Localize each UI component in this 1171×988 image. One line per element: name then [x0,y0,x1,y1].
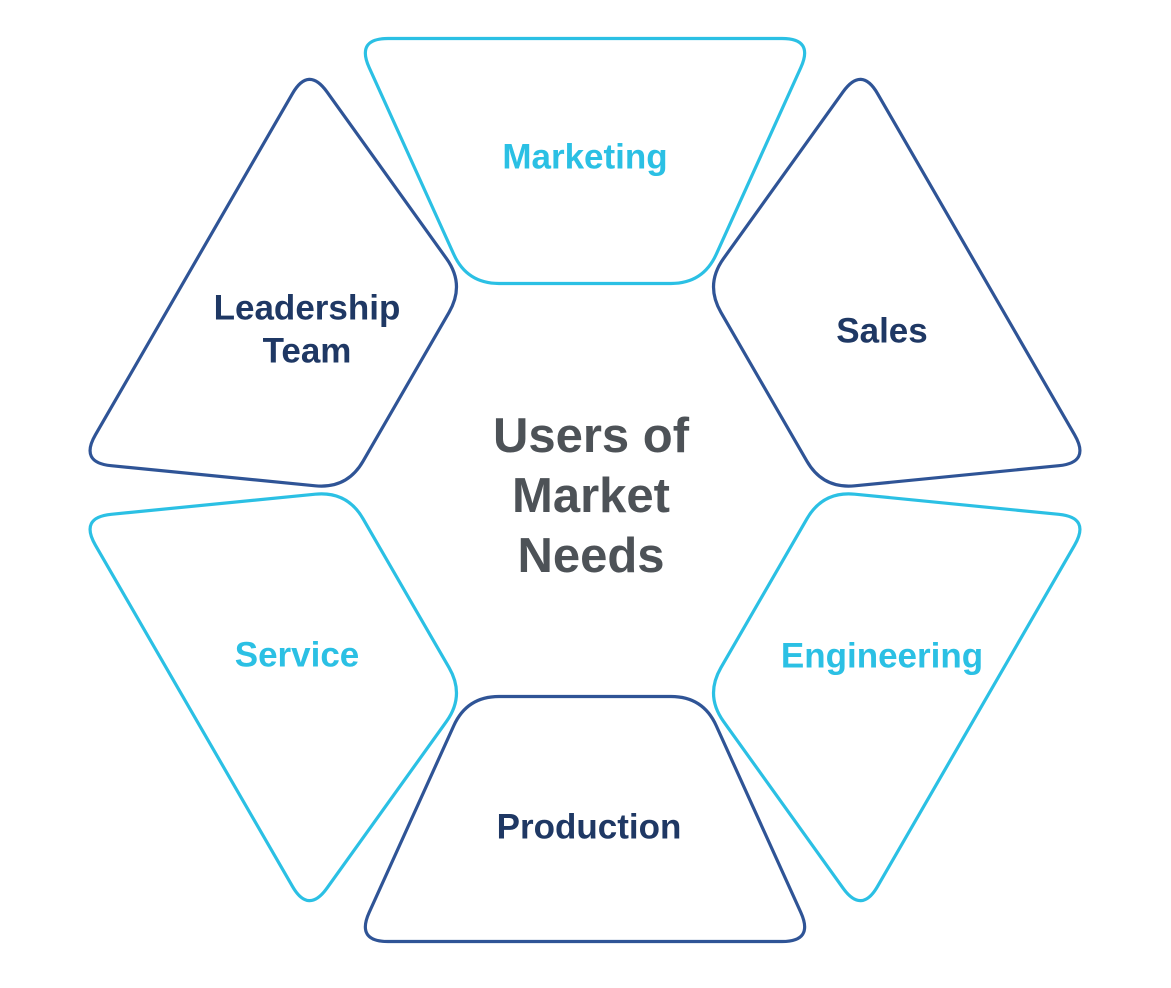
segment-label-service: Service [235,636,360,675]
center-title-line2: Market [512,469,670,523]
segment-label-marketing: Marketing [502,138,667,177]
segment-label-sales: Sales [836,312,927,351]
segment-label-leadership-team-line2: Team [263,332,352,371]
segment-label-engineering: Engineering [781,637,983,676]
center-title-line1: Users of [493,409,690,463]
segment-label-leadership-team-line1: Leadership [214,289,401,328]
center-title-line3: Needs [517,529,664,583]
center-title: Users of Market Needs [493,409,690,583]
segment-label-leadership-team: Leadership Team [214,289,401,371]
segment-label-production: Production [497,808,682,847]
